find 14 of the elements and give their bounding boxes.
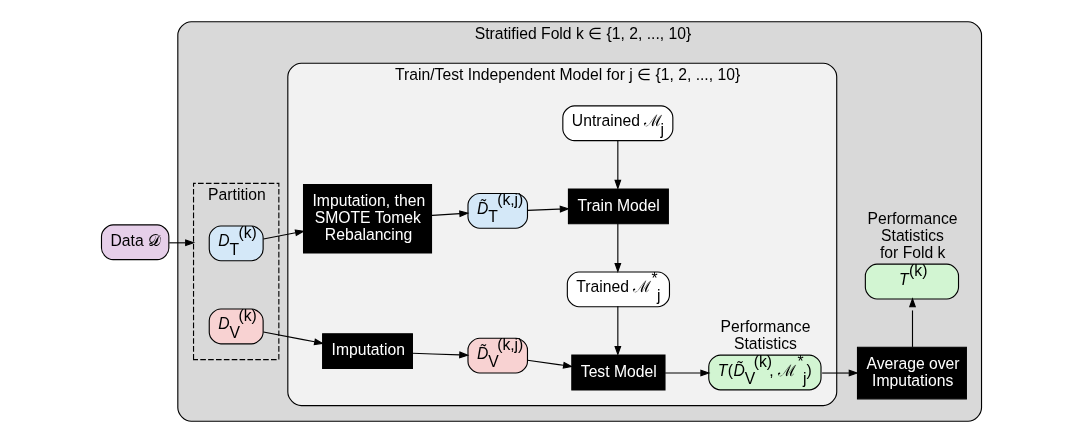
arrow <box>613 222 621 274</box>
arrow <box>430 210 469 218</box>
arrow <box>821 369 859 377</box>
arrow <box>262 229 305 240</box>
arrow <box>613 139 621 190</box>
node-label: Performance Statistics <box>720 317 810 352</box>
arrow <box>613 305 621 357</box>
arrow <box>908 297 916 348</box>
arrow <box>262 331 324 346</box>
node-label: Performance Statistics for Fold k <box>867 209 957 261</box>
arrow <box>411 351 469 359</box>
arrow <box>664 369 710 377</box>
arrow <box>526 359 573 369</box>
arrow <box>526 205 570 213</box>
